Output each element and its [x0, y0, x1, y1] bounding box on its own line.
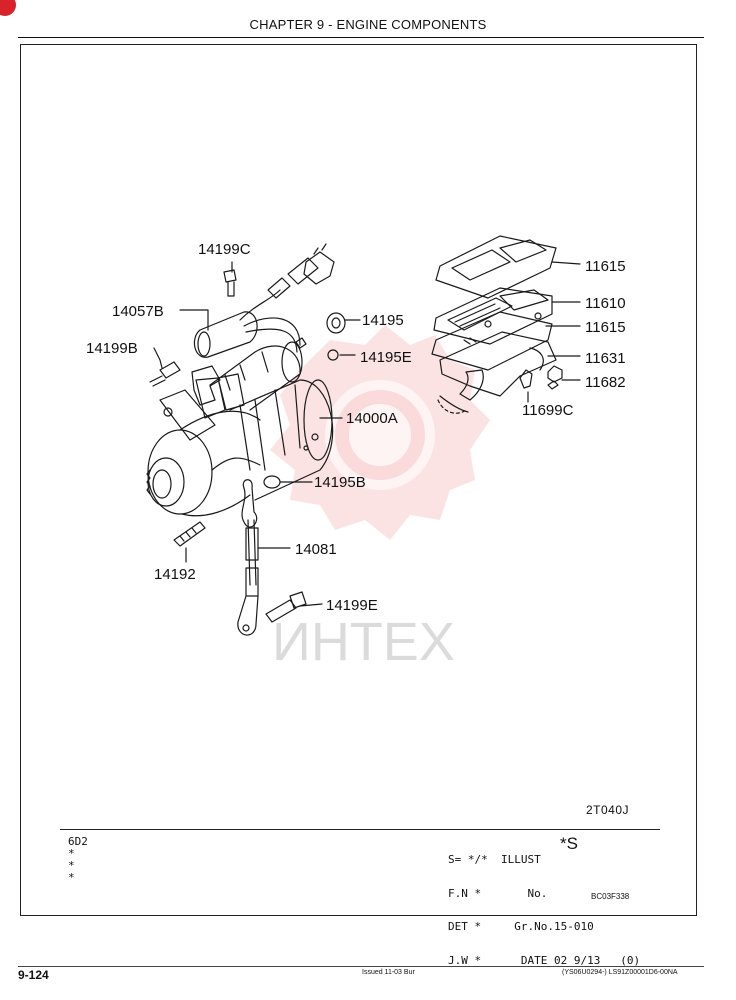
part-label: 14000A [346, 410, 398, 427]
part-label: 11682 [585, 374, 626, 391]
part-label: 14199B [86, 340, 138, 357]
corner-mark [0, 0, 16, 16]
revision: (0) [620, 953, 641, 967]
model-code: 6D2 [68, 835, 88, 848]
part-label: 14199C [198, 241, 251, 258]
illust-label: ILLUST [501, 853, 541, 866]
info-separator [60, 829, 660, 830]
part-label: 14192 [154, 566, 196, 583]
part-label: 11615 [585, 319, 626, 336]
det-label: DET * [448, 920, 482, 933]
model-mark: * [68, 859, 75, 872]
part-label: 14195 [362, 312, 404, 329]
jw-label: J.W * [448, 953, 482, 967]
s-label: S= */* [448, 853, 488, 866]
part-label: 14081 [295, 541, 337, 558]
diagram-frame [20, 44, 697, 916]
part-label: 11610 [585, 295, 626, 312]
document-code: (YS06U0294-) LS91Z00001D6-00NA [562, 969, 678, 976]
watermark-text: ИНТЕХ [272, 612, 455, 672]
illust-number: *S [560, 834, 578, 853]
model-mark: * [68, 871, 75, 884]
model-block: 6D2 * * * [68, 836, 88, 884]
chapter-title: CHAPTER 9 - ENGINE COMPONENTS [249, 17, 487, 32]
part-label: 11615 [585, 258, 626, 275]
group-number: Gr.No.15-010 [514, 920, 594, 933]
model-mark: * [68, 847, 75, 860]
footer-rule [18, 966, 704, 967]
part-label: 14195E [360, 349, 412, 366]
no-label: No. [527, 886, 548, 900]
part-label: 14199E [326, 597, 378, 614]
issued-info: Issued 11-03 Bur [362, 969, 415, 976]
illustration-code: BC03F338 [591, 892, 630, 901]
starter-motor-drawing [146, 235, 581, 636]
header-rule [18, 37, 704, 38]
fn-label: F.N * [448, 886, 482, 900]
illustration-info: S= */* ILLUST F.N * No. DET * Gr.No.15-0… [448, 832, 640, 977]
part-label: 14057B [112, 303, 164, 320]
date: DATE 02 9/13 [520, 953, 601, 967]
part-labels: 14199C 14057B 14199B 14195 14195E 14000A… [86, 241, 626, 614]
part-label: 11699C [522, 402, 574, 419]
page-number: 9-124 [18, 968, 49, 982]
part-label: 14195B [314, 474, 366, 491]
diagram-reference-code: 2T040J [586, 803, 630, 817]
part-label: 11631 [585, 350, 626, 367]
